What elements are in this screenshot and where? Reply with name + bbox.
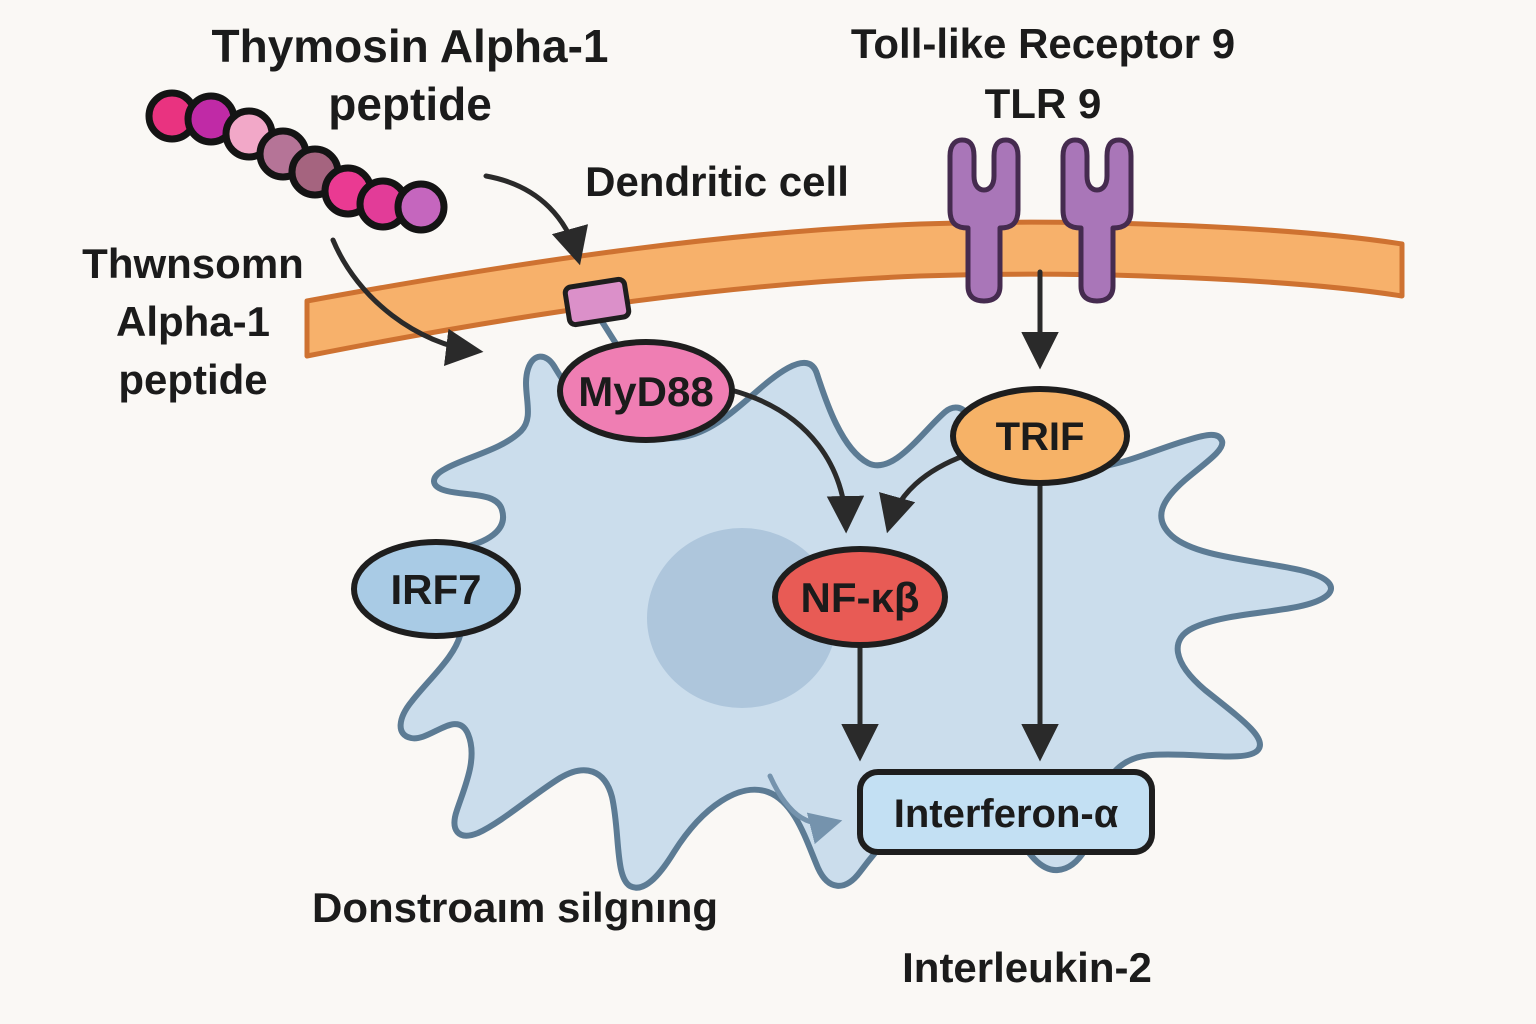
dendritic-cell-label: Dendritic cell [585,158,849,205]
thymosin-title-line1: Thymosin Alpha-1 [212,20,609,72]
irf7-label: IRF7 [390,566,481,613]
peptide-side-label-line1: Thwnsomn [82,240,304,287]
tlr9-receptor-pair [947,137,1134,304]
peptide-to-membrane-arrow [483,173,589,266]
peptide-side-label-line3: peptide [118,356,267,403]
membrane-ligand-site [562,276,632,328]
nfkb-label: NF-κβ [800,574,919,621]
trif-node [950,386,1130,486]
interleukin-2-label: Interleukin-2 [902,944,1152,991]
tlr-title-line1: Toll-like Receptor 9 [851,20,1235,67]
downstream-signal-arrow [767,773,843,845]
trif-to-nfkb-arrow [879,452,969,534]
myd88-to-nfkb-arrow [728,387,865,534]
myd88-node [557,339,735,443]
cell-membrane [304,219,1405,359]
peptide-side-label-line2: Alpha-1 [116,298,270,345]
thymosin-title-line2: peptide [328,78,492,130]
peptide-to-cell-arrow [330,237,484,367]
tlr-title-line2: TLR 9 [985,80,1102,127]
trif-label: TRIF [996,415,1085,459]
peptide-bead [394,180,448,234]
peptide-bead-chain [145,89,448,234]
downstream-signaling-label: Donstroaım silgnıng [312,884,718,931]
tlr9-receptor-icon [947,137,1021,304]
myd88-label: MyD88 [578,368,713,415]
tlr9-receptor-icon [1060,137,1134,304]
nfkb-node [772,546,948,648]
irf7-node [351,539,521,639]
interferon-alpha-label: Interferon-α [894,792,1119,836]
interferon-alpha-box [857,769,1155,855]
